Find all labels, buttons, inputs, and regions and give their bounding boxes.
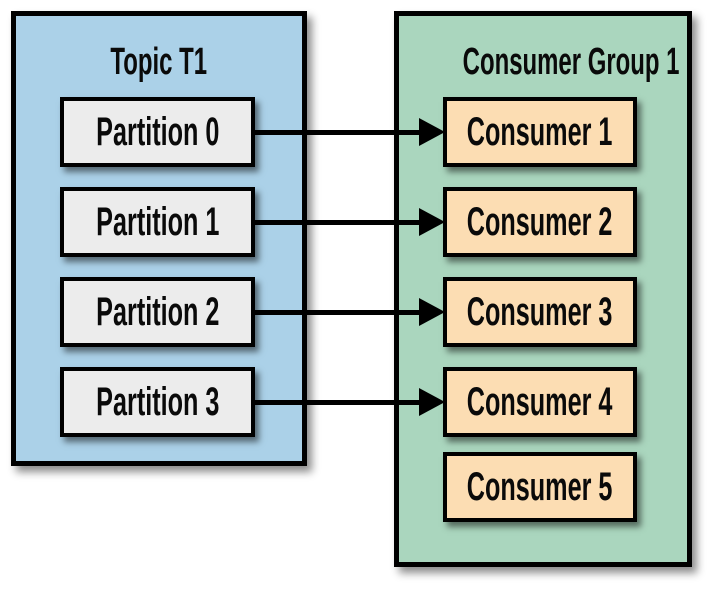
partition-2-label: Partition 2	[95, 290, 220, 334]
arrow-line	[253, 129, 421, 135]
consumer-4-box: Consumer 4	[443, 367, 637, 437]
consumer-5-box: Consumer 5	[443, 452, 637, 522]
arrowhead-icon	[419, 208, 445, 236]
consumer-2-label: Consumer 2	[467, 200, 613, 244]
consumer-4-label: Consumer 4	[467, 380, 613, 424]
consumer-3-label: Consumer 3	[467, 290, 613, 334]
arrowhead-icon	[419, 298, 445, 326]
arrow-line	[253, 399, 421, 405]
consumer-group-title-text: Consumer Group 1	[462, 41, 680, 83]
consumer-group-title: Consumer Group 1	[399, 43, 687, 81]
partition-3-box: Partition 3	[60, 367, 255, 437]
arrow-partition0-to-consumer1	[253, 118, 445, 146]
partition-2-box: Partition 2	[60, 277, 255, 347]
topic-title: Topic T1	[16, 43, 302, 81]
arrow-partition1-to-consumer2	[253, 208, 445, 236]
consumer-5-label: Consumer 5	[467, 465, 613, 509]
consumer-3-box: Consumer 3	[443, 277, 637, 347]
partition-0-label: Partition 0	[95, 110, 220, 154]
partition-1-label: Partition 1	[95, 200, 220, 244]
consumer-2-box: Consumer 2	[443, 187, 637, 257]
topic-title-text: Topic T1	[110, 41, 208, 83]
partition-3-label: Partition 3	[95, 380, 220, 424]
arrowhead-icon	[419, 118, 445, 146]
arrowhead-icon	[419, 388, 445, 416]
arrow-line	[253, 219, 421, 225]
arrow-partition2-to-consumer3	[253, 298, 445, 326]
consumer-1-label: Consumer 1	[467, 110, 613, 154]
consumer-1-box: Consumer 1	[443, 97, 637, 167]
arrow-line	[253, 309, 421, 315]
partition-1-box: Partition 1	[60, 187, 255, 257]
arrow-partition3-to-consumer4	[253, 388, 445, 416]
partition-0-box: Partition 0	[60, 97, 255, 167]
